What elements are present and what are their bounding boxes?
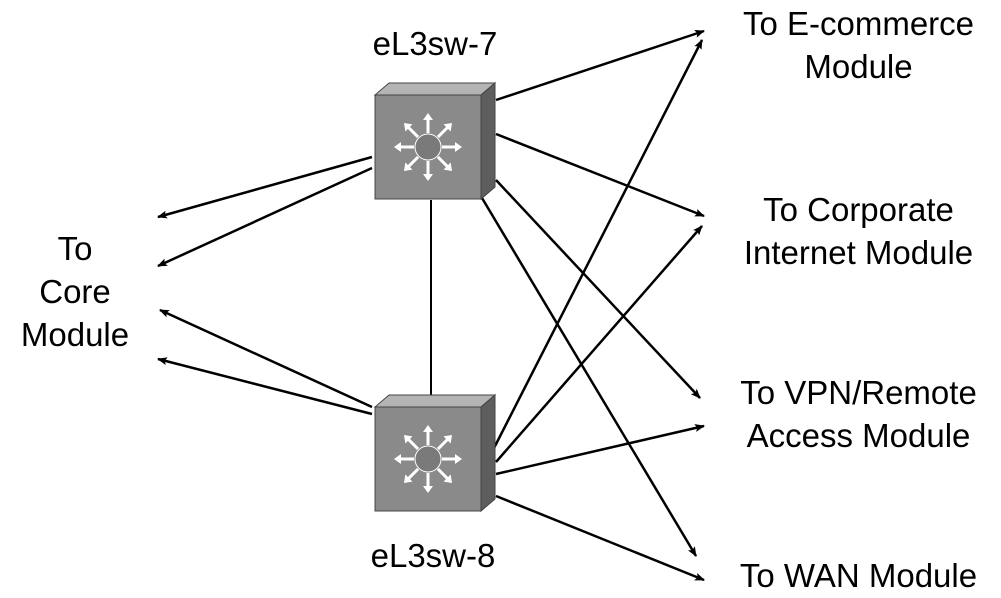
link-sw7-vpn <box>495 179 701 399</box>
sw7-links <box>157 29 705 557</box>
switch-el3sw-8 <box>375 395 495 511</box>
ecommerce-module-label: To E-commerce Module <box>742 5 975 85</box>
switch-el3sw-7 <box>375 83 495 199</box>
link-sw8-core-2 <box>157 357 373 416</box>
link-sw7-core-1 <box>157 155 373 219</box>
switch-label-el3sw-7: eL3sw-7 <box>372 25 498 62</box>
layer3-switch-icon <box>375 395 495 511</box>
link-sw7-ecommerce <box>495 29 705 102</box>
vpn-remote-access-module-label: To VPN/Remote Access Module <box>740 374 977 454</box>
corporate-internet-module-label: To Corporate Internet Module <box>743 191 974 271</box>
layer3-switch-icon <box>375 83 495 199</box>
switch-label-el3sw-8: eL3sw-8 <box>370 537 496 574</box>
link-sw7-corporate <box>495 132 705 218</box>
link-sw8-corporate <box>495 225 703 463</box>
link-sw8-ecommerce <box>490 39 704 453</box>
link-sw8-core-1 <box>159 308 373 409</box>
link-sw7-wan <box>480 197 698 557</box>
wan-module-label: To WAN Module <box>739 557 978 594</box>
link-sw8-vpn <box>495 424 705 476</box>
sw8-links <box>157 39 705 582</box>
link-sw8-wan <box>495 494 705 582</box>
link-sw7-core-2 <box>157 166 373 268</box>
core-module-label: To Core Module <box>20 230 130 353</box>
